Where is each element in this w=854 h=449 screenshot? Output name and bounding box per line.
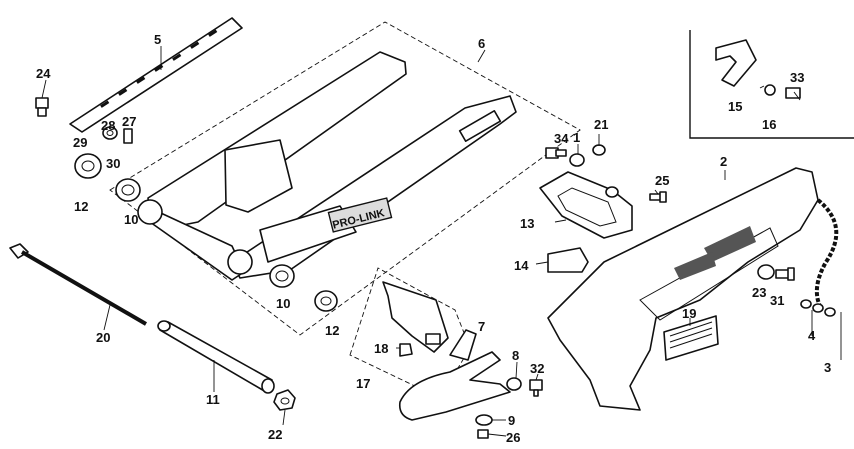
callout-22: 22 bbox=[268, 427, 282, 442]
callout-8: 8 bbox=[512, 348, 519, 363]
callout-16: 16 bbox=[762, 117, 776, 132]
pivot-bolt bbox=[9, 243, 148, 326]
guard-plate-15 bbox=[715, 39, 757, 87]
nut-22 bbox=[273, 389, 296, 411]
chain-slider-upper bbox=[382, 281, 449, 353]
collar-10-upper bbox=[115, 178, 141, 202]
callout-9: 9 bbox=[508, 413, 515, 428]
callout-12-right: 12 bbox=[325, 323, 339, 338]
collar-12-left bbox=[74, 153, 102, 179]
bolt-25 bbox=[649, 191, 667, 203]
bolt-32 bbox=[529, 379, 543, 397]
label-plate-19 bbox=[663, 315, 719, 361]
callout-labels: 1 2 3 4 5 6 7 8 9 10 10 11 12 12 13 14 1… bbox=[36, 32, 831, 445]
nut-18 bbox=[399, 343, 413, 357]
callout-34: 34 bbox=[554, 131, 569, 146]
collar-8 bbox=[506, 377, 522, 391]
callout-10-upper: 10 bbox=[124, 212, 138, 227]
callout-21: 21 bbox=[594, 117, 608, 132]
callout-4: 4 bbox=[808, 328, 816, 343]
leader-lines bbox=[41, 46, 842, 437]
washer-28 bbox=[102, 126, 118, 140]
bolt-31 bbox=[775, 267, 795, 281]
callout-27: 27 bbox=[122, 114, 136, 129]
chain-guard-bracket bbox=[539, 171, 633, 239]
drive-chain-slider-strap bbox=[69, 17, 243, 133]
washer-set-4 bbox=[800, 299, 836, 317]
collar-16 bbox=[764, 84, 776, 96]
callout-28: 28 bbox=[101, 118, 115, 133]
collar-10-lower bbox=[269, 264, 295, 288]
nut-9 bbox=[475, 414, 493, 426]
screw-26 bbox=[477, 429, 489, 439]
callout-31: 31 bbox=[770, 293, 784, 308]
callout-10-lower: 10 bbox=[276, 296, 290, 311]
callout-19: 19 bbox=[682, 306, 696, 321]
callout-24: 24 bbox=[36, 66, 51, 81]
callout-14: 14 bbox=[514, 258, 529, 273]
rubber-block-14 bbox=[547, 247, 589, 273]
callout-32: 32 bbox=[530, 361, 544, 376]
callout-29: 29 bbox=[73, 135, 87, 150]
inset-box bbox=[689, 30, 854, 139]
axle-sleeve bbox=[157, 320, 275, 394]
nut-23 bbox=[757, 264, 775, 280]
callout-13: 13 bbox=[520, 216, 534, 231]
callout-1: 1 bbox=[573, 130, 580, 145]
bolt-33 bbox=[785, 87, 801, 99]
callout-6: 6 bbox=[478, 36, 485, 51]
chain-links bbox=[814, 198, 839, 312]
bolt-34 bbox=[545, 147, 567, 159]
callout-7: 7 bbox=[478, 319, 485, 334]
callout-26: 26 bbox=[506, 430, 520, 445]
callout-3: 3 bbox=[824, 360, 831, 375]
callout-2: 2 bbox=[720, 154, 727, 169]
washer-1 bbox=[569, 153, 585, 167]
slider-group-outline bbox=[349, 267, 471, 399]
callout-23: 23 bbox=[752, 285, 766, 300]
callout-12-left: 12 bbox=[74, 199, 88, 214]
swingarm: PRO-LINK bbox=[137, 51, 517, 281]
callout-15: 15 bbox=[728, 99, 742, 114]
screw-27 bbox=[123, 128, 133, 144]
callout-11: 11 bbox=[206, 392, 220, 407]
callout-30: 30 bbox=[106, 156, 120, 171]
callout-33: 33 bbox=[790, 70, 804, 85]
callout-18: 18 bbox=[374, 341, 388, 356]
nut-21 bbox=[592, 144, 606, 156]
collar-12-right bbox=[314, 290, 338, 312]
bolt-24 bbox=[35, 97, 49, 117]
drive-chain-case bbox=[547, 167, 819, 411]
callout-25: 25 bbox=[655, 173, 669, 188]
chain-slider-lower bbox=[398, 329, 511, 421]
swingarm-group-outline bbox=[109, 21, 581, 336]
callout-20: 20 bbox=[96, 330, 110, 345]
callout-17: 17 bbox=[356, 376, 370, 391]
callout-5: 5 bbox=[154, 32, 161, 47]
